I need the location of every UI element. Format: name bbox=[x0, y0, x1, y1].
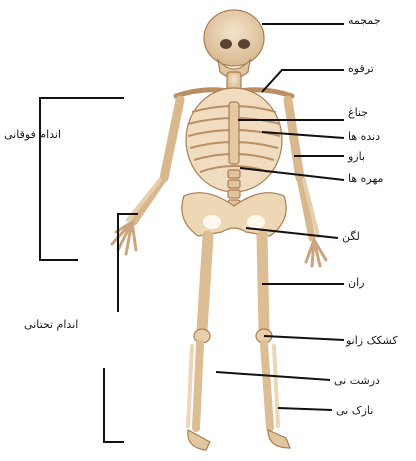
skeleton-figure bbox=[112, 10, 326, 450]
label-vertebrae: مهره ها bbox=[348, 172, 383, 186]
label-fibula: نازک نی bbox=[336, 404, 373, 418]
sternum-shape bbox=[229, 102, 239, 164]
upper-limb-bracket bbox=[40, 98, 124, 260]
label-upper-limb: اندام فوقانی bbox=[4, 128, 61, 142]
label-sternum: جناغ bbox=[348, 106, 368, 120]
clavicle-leader bbox=[262, 70, 344, 92]
fibula-leader bbox=[278, 408, 332, 410]
lower-limb-bracket-foot bbox=[104, 368, 124, 442]
label-pelvis: لگن bbox=[342, 230, 360, 244]
humerus-shape bbox=[288, 100, 300, 178]
label-femur: ران bbox=[348, 276, 364, 290]
label-clavicle: ترقوه bbox=[348, 62, 374, 76]
pelvis-shape bbox=[182, 193, 286, 236]
label-tibia: درشت نی bbox=[334, 374, 380, 388]
skull-shape bbox=[204, 10, 264, 66]
label-patella: کشکک زانو bbox=[346, 334, 398, 348]
femur-shape bbox=[202, 236, 208, 330]
label-lower-limb: اندام تحتانی bbox=[24, 318, 78, 332]
label-ribs: دنده ها bbox=[348, 130, 380, 144]
label-skull: جمجمه bbox=[348, 14, 381, 28]
fibula-shape bbox=[274, 346, 278, 426]
tibia-leader bbox=[216, 372, 330, 380]
patella-leader bbox=[264, 336, 344, 340]
tibia-shape bbox=[196, 344, 200, 428]
label-humerus: بازو bbox=[348, 150, 365, 164]
